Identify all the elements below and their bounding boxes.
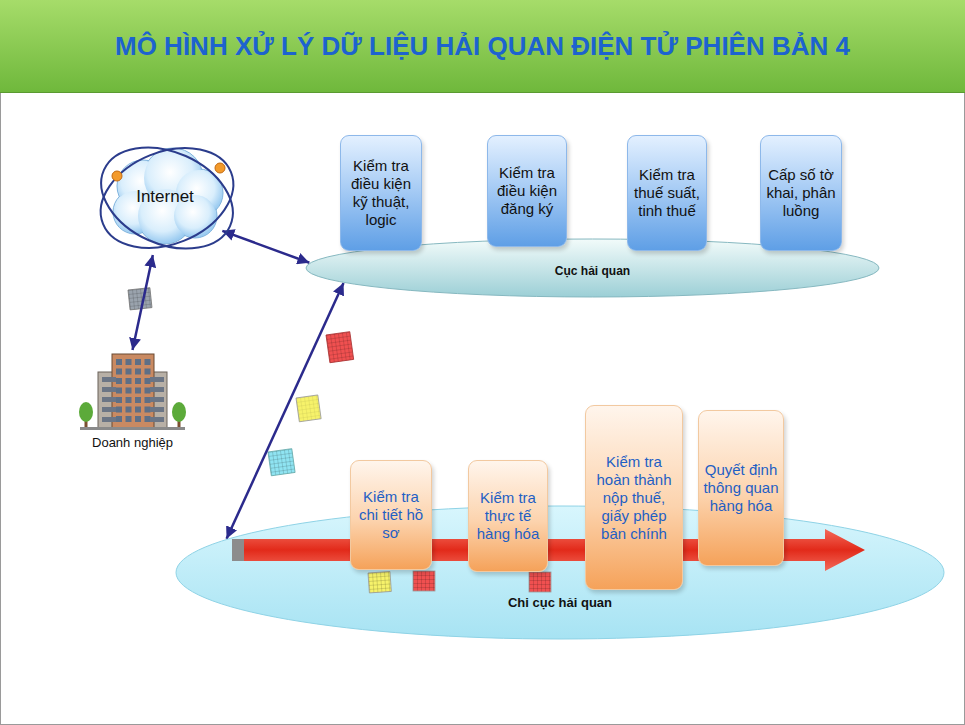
title-banner: MÔ HÌNH XỬ LÝ DỮ LIỆU HẢI QUAN ĐIỆN TỬ P… xyxy=(0,0,965,93)
company-building: Doanh nghiệp xyxy=(70,350,195,450)
process-box: Kiểm tra thuế suất, tinh thuế xyxy=(627,135,707,251)
process-box: Kiểm tra điều kiện đăng ký xyxy=(487,135,567,247)
office-band: Chi cục hải quanKiểm tra chi tiết hồ sơK… xyxy=(175,505,945,640)
box-label: Kiểm tra điều kiện đăng ký xyxy=(492,164,562,218)
node-label: Cục hải quan xyxy=(555,264,630,278)
document-icon xyxy=(128,288,152,310)
orbit-dot xyxy=(112,171,122,181)
connector-arrow xyxy=(227,283,344,539)
node-label: Internet xyxy=(136,187,194,207)
process-box: Cấp số tờ khai, phân luồng xyxy=(760,135,842,251)
box-label: Kiểm tra hoàn thành nộp thuế, giấy phép … xyxy=(590,453,678,543)
document-icon xyxy=(268,449,295,476)
box-label: Kiểm tra thực tế hàng hóa xyxy=(473,489,543,543)
connector-arrow xyxy=(222,231,309,263)
box-label: Kiểm tra thuế suất, tinh thuế xyxy=(632,166,702,220)
process-box: Kiểm tra điều kiện kỹ thuật, logic xyxy=(340,135,422,251)
node-label: Chi cục hải quan xyxy=(508,595,612,610)
document-icon xyxy=(413,571,435,591)
box-label: Quyết định thông quan hàng hóa xyxy=(703,461,779,515)
process-box: Quyết định thông quan hàng hóa xyxy=(698,410,784,566)
process-box: Kiểm tra chi tiết hồ sơ xyxy=(350,460,432,570)
box-label: Kiểm tra điều kiện kỹ thuật, logic xyxy=(345,157,417,229)
document-icon xyxy=(326,332,354,363)
orbit-dot xyxy=(215,163,225,173)
internet-cloud: Internet xyxy=(95,138,235,256)
band-ellipse xyxy=(176,506,944,639)
arrow-tail xyxy=(232,539,244,561)
document-icon xyxy=(529,572,551,592)
node-label: Doanh nghiệp xyxy=(92,435,173,450)
document-icon xyxy=(296,395,321,422)
office-band: Cục hải quanKiểm tra điều kiện kỹ thuật,… xyxy=(305,238,880,298)
connector-arrow xyxy=(133,255,153,350)
orbit-ring xyxy=(85,128,248,268)
ellipse2-shape xyxy=(175,505,945,640)
box-label: Kiểm tra chi tiết hồ sơ xyxy=(355,488,427,542)
process-box: Kiểm tra thực tế hàng hóa xyxy=(468,460,548,572)
process-box: Kiểm tra hoàn thành nộp thuế, giấy phép … xyxy=(585,405,683,590)
title-text: MÔ HÌNH XỬ LÝ DỮ LIỆU HẢI QUAN ĐIỆN TỬ P… xyxy=(115,31,850,62)
box-label: Cấp số tờ khai, phân luồng xyxy=(765,166,837,220)
building-icon xyxy=(79,354,186,430)
document-icon xyxy=(368,571,391,592)
